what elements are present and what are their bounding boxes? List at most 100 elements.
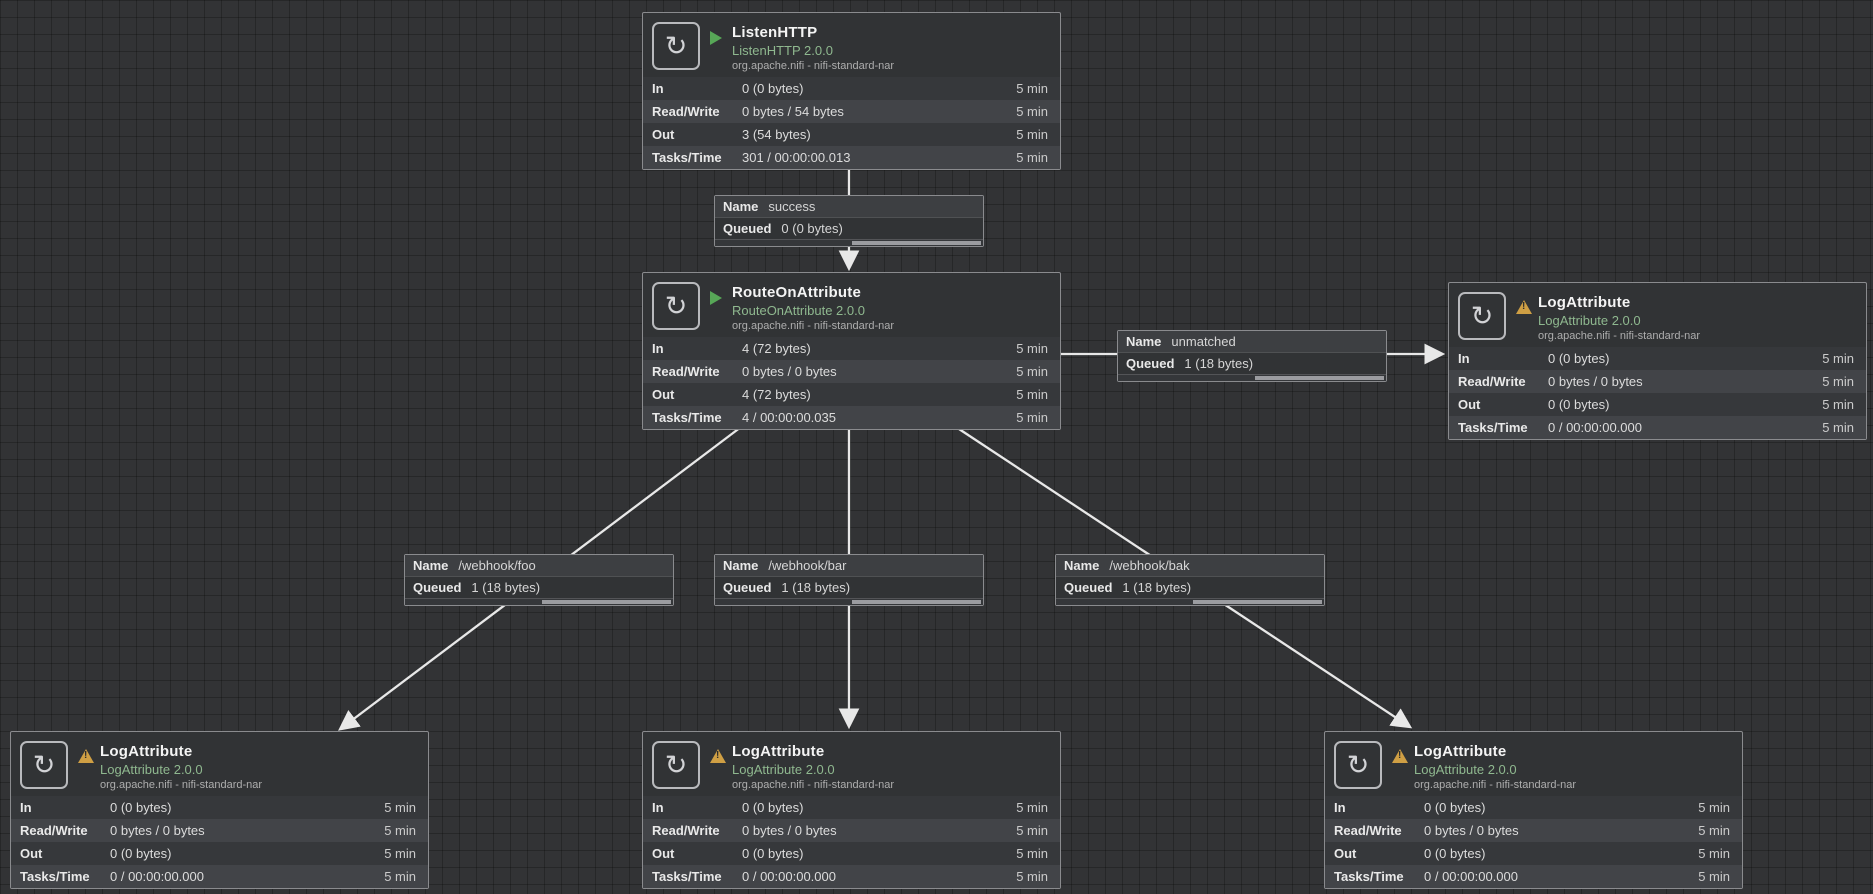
processor-logattribute-unmatched[interactable]: ↻ LogAttribute LogAttribute 2.0.0 org.ap… (1448, 282, 1867, 440)
invalid-status-icon (710, 749, 726, 763)
connection-queued-row: Queued 1 (18 bytes) (715, 576, 983, 598)
stat-row-read-write: Read/Write 0 bytes / 0 bytes 5 min (643, 819, 1060, 842)
connection-queued-value: 1 (18 bytes) (781, 580, 851, 595)
stat-window: 5 min (1698, 846, 1730, 861)
stat-row-in: In 0 (0 bytes) 5 min (1325, 796, 1742, 819)
stat-window: 5 min (384, 800, 416, 815)
connection-label-webhook-bar[interactable]: Name /webhook/bar Queued 1 (18 bytes) (714, 554, 984, 606)
stat-window: 5 min (1016, 387, 1048, 402)
processor-icon: ↻ (20, 741, 68, 789)
processor-logattribute-foo[interactable]: ↻ LogAttribute LogAttribute 2.0.0 org.ap… (10, 731, 429, 889)
stat-label: In (652, 800, 664, 815)
backpressure-bar-fill (1193, 600, 1322, 604)
connection-queued-key: Queued (1126, 356, 1175, 371)
stat-value: 0 (0 bytes) (110, 800, 172, 815)
stat-window: 5 min (1016, 341, 1048, 356)
connection-queued-key: Queued (723, 580, 772, 595)
processor-glyph: ↻ (1346, 749, 1370, 780)
stat-label: Read/Write (20, 823, 88, 838)
processor-header: ↻ ListenHTTP ListenHTTP 2.0.0 org.apache… (643, 13, 1060, 77)
stat-value: 0 bytes / 0 bytes (110, 823, 205, 838)
connection-name-key: Name (413, 558, 449, 573)
run-status-icon (710, 291, 722, 305)
processor-name: ListenHTTP (732, 24, 818, 41)
connection-name-key: Name (723, 558, 759, 573)
connection-name-row: Name success (715, 196, 983, 217)
processor-listenhttp[interactable]: ↻ ListenHTTP ListenHTTP 2.0.0 org.apache… (642, 12, 1061, 170)
stat-window: 5 min (1822, 420, 1854, 435)
stat-label: Out (652, 846, 675, 861)
processor-routeonattribute[interactable]: ↻ RouteOnAttribute RouteOnAttribute 2.0.… (642, 272, 1061, 430)
stat-row-out: Out 4 (72 bytes) 5 min (643, 383, 1060, 406)
connection-name-key: Name (723, 199, 759, 214)
stat-label: In (20, 800, 32, 815)
stat-row-read-write: Read/Write 0 bytes / 54 bytes 5 min (643, 100, 1060, 123)
connection-name-value: /webhook/bak (1109, 558, 1190, 573)
processor-bundle: org.apache.nifi - nifi-standard-nar (732, 779, 895, 791)
processor-type-version: LogAttribute 2.0.0 (100, 762, 203, 777)
stat-label: In (1458, 351, 1470, 366)
connection-queued-value: 1 (18 bytes) (1122, 580, 1192, 595)
connection-label-success[interactable]: Name success Queued 0 (0 bytes) (714, 195, 984, 247)
stat-row-read-write: Read/Write 0 bytes / 0 bytes 5 min (1449, 370, 1866, 393)
stat-label: Out (20, 846, 43, 861)
connection-label-webhook-bak[interactable]: Name /webhook/bak Queued 1 (18 bytes) (1055, 554, 1325, 606)
stat-label: Out (1458, 397, 1481, 412)
stat-row-read-write: Read/Write 0 bytes / 0 bytes 5 min (1325, 819, 1742, 842)
connection-queued-row: Queued 1 (18 bytes) (1056, 576, 1324, 598)
processor-name: RouteOnAttribute (732, 284, 862, 301)
processor-bundle: org.apache.nifi - nifi-standard-nar (100, 779, 263, 791)
processor-logattribute-bar[interactable]: ↻ LogAttribute LogAttribute 2.0.0 org.ap… (642, 731, 1061, 889)
processor-logattribute-bak[interactable]: ↻ LogAttribute LogAttribute 2.0.0 org.ap… (1324, 731, 1743, 889)
invalid-status-icon (1516, 300, 1532, 314)
stat-row-in: In 4 (72 bytes) 5 min (643, 337, 1060, 360)
stat-row-read-write: Read/Write 0 bytes / 0 bytes 5 min (11, 819, 428, 842)
stat-row-tasks-time: Tasks/Time 301 / 00:00:00.013 5 min (643, 146, 1060, 169)
processor-header: ↻ RouteOnAttribute RouteOnAttribute 2.0.… (643, 273, 1060, 337)
stat-window: 5 min (1016, 81, 1048, 96)
connection-label-unmatched[interactable]: Name unmatched Queued 1 (18 bytes) (1117, 330, 1387, 382)
backpressure-bar-fill (852, 241, 981, 245)
processor-name: LogAttribute (100, 743, 193, 760)
connection-label-webhook-foo[interactable]: Name /webhook/foo Queued 1 (18 bytes) (404, 554, 674, 606)
processor-header: ↻ LogAttribute LogAttribute 2.0.0 org.ap… (643, 732, 1060, 796)
stat-window: 5 min (1016, 150, 1048, 165)
stat-value: 0 / 00:00:00.000 (1548, 420, 1642, 435)
stat-value: 0 / 00:00:00.000 (110, 869, 204, 884)
stat-value: 0 / 00:00:00.000 (742, 869, 836, 884)
connection-queued-key: Queued (413, 580, 462, 595)
stat-label: Tasks/Time (1334, 869, 1404, 884)
stat-window: 5 min (1016, 104, 1048, 119)
processor-icon: ↻ (652, 22, 700, 70)
backpressure-bar (1056, 598, 1324, 605)
processor-glyph: ↻ (1470, 300, 1494, 331)
processor-bundle: org.apache.nifi - nifi-standard-nar (732, 320, 895, 332)
stat-value: 0 (0 bytes) (1424, 846, 1486, 861)
connection-name-key: Name (1126, 334, 1162, 349)
invalid-status-icon (78, 749, 94, 763)
stat-window: 5 min (1016, 869, 1048, 884)
processor-bundle: org.apache.nifi - nifi-standard-nar (1414, 779, 1577, 791)
stat-label: Read/Write (1334, 823, 1402, 838)
connection-name-key: Name (1064, 558, 1100, 573)
stat-value: 301 / 00:00:00.013 (742, 150, 851, 165)
processor-type-version: LogAttribute 2.0.0 (732, 762, 835, 777)
stat-row-out: Out 0 (0 bytes) 5 min (1325, 842, 1742, 865)
stat-row-read-write: Read/Write 0 bytes / 0 bytes 5 min (643, 360, 1060, 383)
stat-row-tasks-time: Tasks/Time 0 / 00:00:00.000 5 min (1325, 865, 1742, 888)
backpressure-bar-fill (542, 600, 671, 604)
stat-row-in: In 0 (0 bytes) 5 min (643, 796, 1060, 819)
stat-row-tasks-time: Tasks/Time 4 / 00:00:00.035 5 min (643, 406, 1060, 429)
stat-row-in: In 0 (0 bytes) 5 min (1449, 347, 1866, 370)
processor-icon: ↻ (652, 282, 700, 330)
stat-window: 5 min (1016, 800, 1048, 815)
processor-icon: ↻ (652, 741, 700, 789)
stat-window: 5 min (1016, 364, 1048, 379)
processor-glyph: ↻ (664, 30, 688, 61)
stat-label: In (1334, 800, 1346, 815)
connection-queued-value: 1 (18 bytes) (1184, 356, 1254, 371)
stat-window: 5 min (384, 846, 416, 861)
stat-row-out: Out 3 (54 bytes) 5 min (643, 123, 1060, 146)
stat-row-out: Out 0 (0 bytes) 5 min (1449, 393, 1866, 416)
